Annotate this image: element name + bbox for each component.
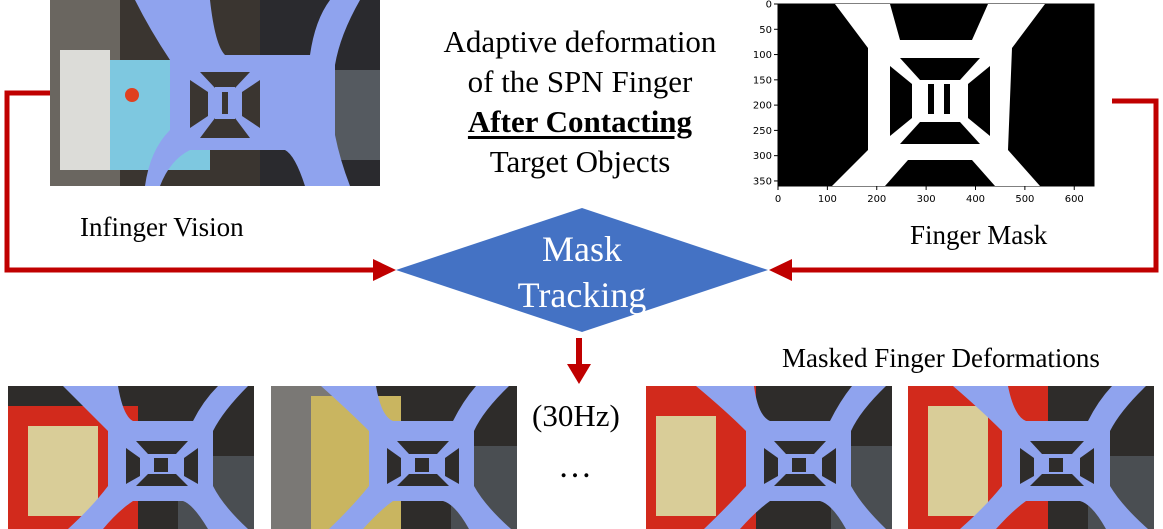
- right-arrow-line: [790, 98, 1159, 273]
- deformation-frame-3: [646, 386, 892, 529]
- mask-y-tick-label: 250: [753, 126, 772, 137]
- mask-y-tick-label: 50: [759, 25, 772, 36]
- mask-y-tick-label: 200: [753, 101, 772, 112]
- infinger-vision-label: Infinger Vision: [80, 212, 244, 242]
- deformation-frame-2: [271, 386, 517, 529]
- left-arrow-line: [4, 90, 375, 273]
- diamond-line-1: Mask: [542, 229, 622, 269]
- title-line-2: of the SPN Finger: [467, 64, 693, 99]
- mask-y-tick-label: 0: [766, 0, 772, 11]
- finger-mask-plot: 0 50 100 150 200 250 300 350 0 100 200 300 400 500 60…: [740, 0, 1110, 210]
- masked-deformations-label: Masked Finger Deformations: [782, 343, 1100, 373]
- mask-x-tick-label: 0: [775, 194, 781, 205]
- mask-tracking-node: Mask Tracking: [396, 208, 768, 332]
- title-line-3: After Contacting: [467, 104, 693, 139]
- mask-y-tick-label: 100: [753, 50, 772, 61]
- mask-x-tick-label: 600: [1065, 194, 1084, 205]
- deformation-frame-4: [908, 386, 1154, 529]
- left-arrow-head: [373, 259, 396, 281]
- mask-y-tick-label: 300: [753, 151, 772, 162]
- mask-y-tick-label: 150: [753, 75, 772, 86]
- title-line-1: Adaptive deformation: [443, 24, 717, 59]
- down-arrow-head: [567, 364, 591, 384]
- diamond-line-2: Tracking: [517, 275, 647, 315]
- mask-y-tick-label: 350: [753, 176, 772, 187]
- infinger-vision-image: [50, 0, 380, 186]
- mask-x-tick-label: 300: [917, 194, 936, 205]
- right-arrow-head: [769, 259, 792, 281]
- mask-x-tick-label: 200: [867, 194, 886, 205]
- finger-mask-label: Finger Mask: [910, 220, 1048, 250]
- mask-x-tick-label: 500: [1015, 194, 1034, 205]
- title-line-4: Target Objects: [489, 144, 671, 179]
- diagram-title: Adaptive deformation of the SPN Finger A…: [400, 22, 760, 182]
- rate-label: (30Hz): [532, 398, 620, 433]
- mask-x-tick-label: 400: [966, 194, 985, 205]
- deformation-frame-1: [8, 386, 254, 529]
- mask-x-tick-label: 100: [818, 194, 837, 205]
- ellipsis: …: [558, 448, 592, 485]
